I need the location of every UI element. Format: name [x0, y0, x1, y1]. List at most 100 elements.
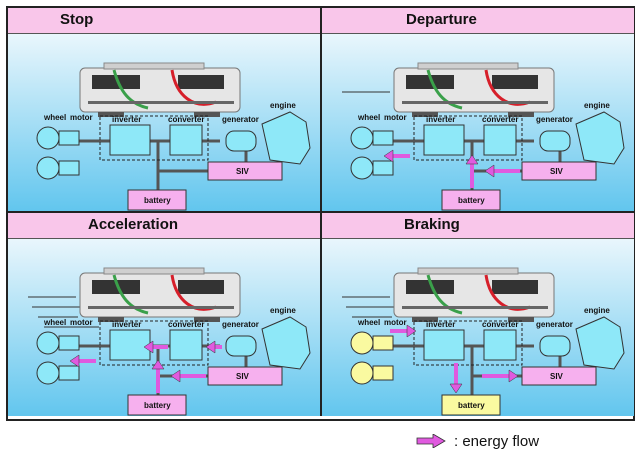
train-window	[92, 75, 140, 89]
generator	[539, 130, 571, 152]
siv-label: SIV	[550, 372, 564, 381]
motor	[372, 160, 394, 176]
train-bogie	[508, 112, 534, 117]
panel-title-bar: Braking	[322, 213, 634, 239]
energy-flow-arrow-head	[465, 154, 479, 165]
engine-block	[575, 111, 625, 165]
converter-label: converter	[482, 115, 518, 124]
wheel	[36, 156, 60, 180]
wheel	[36, 126, 60, 150]
inverter-converter-enclosure	[413, 115, 523, 161]
panel-stop: Stop wheel motor inverter converter generato…	[8, 8, 322, 213]
wheel-label: wheel	[357, 113, 380, 122]
energy-flow-arrow-head	[69, 354, 80, 368]
energy-flow-arrow-head	[205, 340, 216, 354]
panel-title: Stop	[60, 11, 94, 28]
panel-title-bar: Stop	[8, 8, 320, 34]
train-window	[406, 75, 454, 89]
battery-label: battery	[458, 196, 485, 205]
engine-block	[575, 316, 625, 370]
battery-label: battery	[144, 196, 171, 205]
inverter-label: inverter	[112, 115, 141, 124]
inverter-box	[423, 124, 465, 156]
train-skirt	[402, 101, 548, 104]
train-body	[79, 272, 241, 318]
inverter-box	[109, 329, 151, 361]
energy-flow-arrow-head	[406, 324, 417, 338]
converter-label: converter	[482, 320, 518, 329]
train-window	[492, 75, 538, 89]
panel-title: Acceleration	[88, 216, 179, 233]
wheel	[36, 331, 60, 355]
siv-label: SIV	[236, 372, 250, 381]
motor-label: motor	[70, 318, 93, 327]
train-body	[393, 272, 555, 318]
train-bogie	[412, 112, 438, 117]
train-window	[178, 75, 224, 89]
converter-label: converter	[168, 115, 204, 124]
train-stripe-green	[112, 274, 149, 315]
energy-flow-arrow-head	[508, 369, 519, 383]
siv-box	[207, 366, 283, 386]
inverter-label: inverter	[112, 320, 141, 329]
train-illustration	[393, 62, 555, 117]
converter-box	[483, 124, 517, 156]
generator	[539, 335, 571, 357]
train-skirt	[88, 306, 234, 309]
siv-box	[521, 161, 597, 181]
wheel	[36, 361, 60, 385]
motor-label: motor	[70, 113, 93, 122]
siv-box	[521, 366, 597, 386]
motor-label: motor	[384, 318, 407, 327]
train-bogie	[194, 317, 220, 322]
legend-label: : energy flow	[454, 432, 540, 450]
wheel	[350, 331, 374, 355]
diagram-grid: Stop wheel motor inverter converter generato…	[6, 6, 635, 421]
train-bogie	[508, 317, 534, 322]
motor	[58, 130, 80, 146]
legend: : energy flow	[416, 430, 539, 452]
train-roof	[103, 62, 205, 70]
train-window	[406, 280, 454, 294]
energy-flow-arrow-icon	[416, 434, 446, 448]
engine-block	[261, 316, 311, 370]
train-body	[393, 67, 555, 113]
train-stripe-green	[426, 69, 463, 110]
wheel	[350, 126, 374, 150]
generator-label: generator	[222, 115, 259, 124]
energy-flow-arrow-head	[484, 164, 495, 178]
train-illustration	[393, 267, 555, 322]
generator	[225, 335, 257, 357]
battery-box	[127, 189, 187, 211]
train-bogie	[98, 317, 124, 322]
panel-diagram: wheel motor inverter converter generator engi…	[8, 34, 320, 211]
energy-flow-arrow-head	[151, 359, 165, 370]
converter-box	[169, 329, 203, 361]
wheel-label: wheel	[43, 113, 66, 122]
wheel	[350, 156, 374, 180]
train-roof	[103, 267, 205, 275]
train-roof	[417, 62, 519, 70]
engine-label: engine	[270, 101, 296, 110]
train-roof	[417, 267, 519, 275]
motor	[58, 160, 80, 176]
engine-block	[261, 111, 311, 165]
motor	[372, 335, 394, 351]
converter-box	[169, 124, 203, 156]
train-skirt	[88, 101, 234, 104]
inverter-converter-enclosure	[99, 115, 209, 161]
train-illustration	[79, 267, 241, 322]
train-bogie	[412, 317, 438, 322]
energy-flow-arrow-head	[143, 340, 154, 354]
battery-box	[127, 394, 187, 416]
battery-box	[441, 189, 501, 211]
panel-title: Departure	[406, 11, 477, 28]
train-stripe-green	[426, 274, 463, 315]
siv-label: SIV	[550, 167, 564, 176]
energy-flow-arrow-head	[170, 369, 181, 383]
train-body	[79, 67, 241, 113]
